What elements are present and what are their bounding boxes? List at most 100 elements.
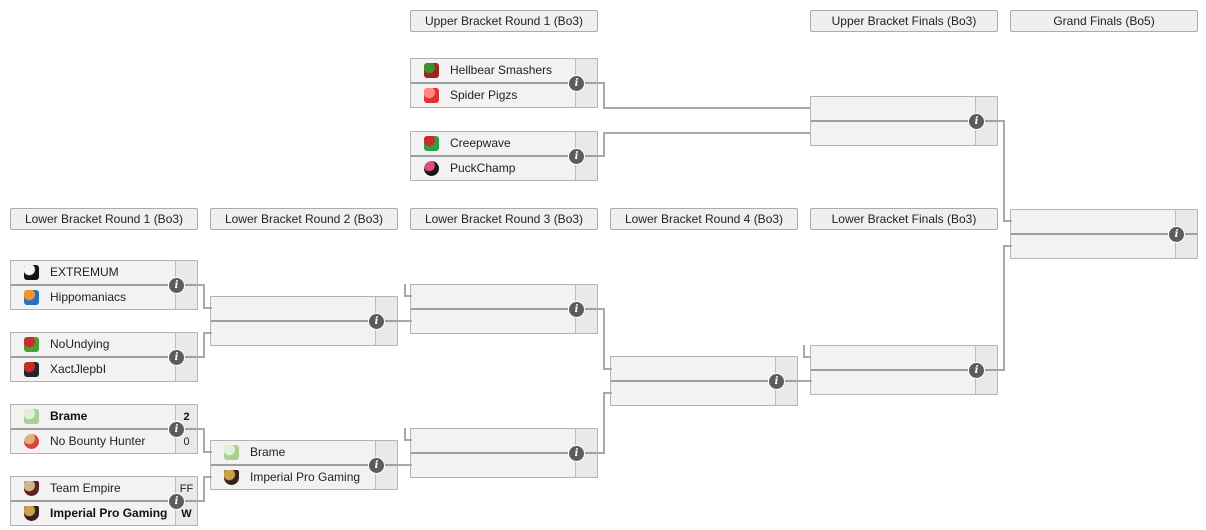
imperial-pro-gaming-logo-icon (224, 470, 239, 485)
connector-line (1003, 245, 1005, 371)
team-empire-logo-icon (24, 481, 39, 496)
match-info-icon[interactable]: i (368, 457, 385, 474)
match-info-icon[interactable]: i (968, 362, 985, 379)
team-logo-placeholder (224, 301, 239, 316)
header-lower-bracket-round-3: Lower Bracket Round 3 (Bo3) (410, 208, 598, 230)
match-info-icon[interactable]: i (568, 301, 585, 318)
brame-logo-icon (224, 445, 239, 460)
team-row[interactable]: Creepwave (411, 132, 597, 157)
team-logo-placeholder (824, 375, 839, 390)
connector-line (1003, 120, 1005, 222)
match-info-icon[interactable]: i (368, 313, 385, 330)
match-lb-r3-m1: i (410, 284, 598, 334)
puckchamp-logo-icon (424, 161, 439, 176)
connector-line (203, 332, 205, 358)
team-row[interactable]: Hellbear Smashers (411, 59, 597, 84)
team-name: Team Empire (50, 481, 121, 495)
match-lb-r1-m3: Brame 2 No Bounty Hunter 0 i (10, 404, 198, 454)
match-ub-finals: i (810, 96, 998, 146)
team-logo-placeholder (824, 126, 839, 141)
connector-line (203, 332, 212, 334)
connector-line (797, 380, 812, 382)
team-name: Imperial Pro Gaming (250, 470, 361, 484)
team-logo-placeholder (1024, 239, 1039, 254)
match-lb-r3-m2: i (410, 428, 598, 478)
team-name: EXTREMUM (50, 265, 119, 279)
team-row[interactable]: Imperial Pro Gaming W (11, 502, 197, 525)
match-lb-r1-m4: Team Empire FF Imperial Pro Gaming W i (10, 476, 198, 526)
team-logo-placeholder (824, 350, 839, 365)
team-name: Creepwave (450, 136, 511, 150)
team-name: Brame (250, 445, 286, 459)
team-name: No Bounty Hunter (50, 434, 146, 448)
team-logo-placeholder (424, 314, 439, 329)
match-ub-r1-m2: Creepwave PuckChamp i (410, 131, 598, 181)
team-name: Imperial Pro Gaming (50, 506, 168, 520)
dropper-stub-line (404, 284, 406, 297)
connector-line (197, 500, 205, 502)
team-logo-placeholder (1024, 214, 1039, 229)
connector-line (203, 307, 212, 309)
header-upper-bracket-finals: Upper Bracket Finals (Bo3) (810, 10, 998, 32)
xactjlepbi-logo-icon (24, 362, 39, 377)
match-info-icon[interactable]: i (168, 421, 185, 438)
team-logo-placeholder (624, 361, 639, 376)
connector-line (1003, 245, 1012, 247)
match-info-icon[interactable]: i (1168, 226, 1185, 243)
header-lower-bracket-round-4: Lower Bracket Round 4 (Bo3) (610, 208, 798, 230)
dropper-stub-line (803, 356, 811, 358)
match-info-icon[interactable]: i (568, 75, 585, 92)
match-info-icon[interactable]: i (168, 349, 185, 366)
team-row[interactable]: EXTREMUM (11, 261, 197, 286)
match-info-icon[interactable]: i (768, 373, 785, 390)
match-grand-finals: i (1010, 209, 1198, 259)
dropper-stub-line (803, 345, 805, 358)
no-bounty-hunter-logo-icon (24, 434, 39, 449)
dropper-stub-line (404, 439, 412, 441)
team-logo-placeholder (824, 101, 839, 116)
match-lb-r1-m2: NoUndying XactJlepbI i (10, 332, 198, 382)
team-row[interactable]: No Bounty Hunter 0 (11, 430, 197, 453)
connector-line (597, 82, 605, 84)
connector-line (603, 392, 612, 394)
connector-line (603, 107, 810, 109)
extremum-logo-icon (24, 265, 39, 280)
header-lower-bracket-round-2: Lower Bracket Round 2 (Bo3) (210, 208, 398, 230)
match-ub-r1-m1: Hellbear Smashers Spider Pigzs i (410, 58, 598, 108)
connector-line (603, 132, 605, 157)
connector-line (603, 82, 605, 109)
team-logo-placeholder (224, 326, 239, 341)
connector-line (997, 369, 1005, 371)
header-lower-bracket-finals: Lower Bracket Finals (Bo3) (810, 208, 998, 230)
team-name: PuckChamp (450, 161, 516, 175)
match-info-icon[interactable]: i (568, 148, 585, 165)
connector-line (203, 476, 212, 478)
hellbear-smashers-logo-icon (424, 63, 439, 78)
match-lb-r2-m1: i (210, 296, 398, 346)
match-info-icon[interactable]: i (168, 277, 185, 294)
team-name: XactJlepbI (50, 362, 107, 376)
team-row[interactable]: Imperial Pro Gaming (211, 466, 397, 489)
connector-line (203, 428, 205, 453)
connector-line (197, 356, 205, 358)
connector-line (203, 451, 212, 453)
team-logo-placeholder (424, 433, 439, 448)
connector-line (397, 320, 412, 322)
team-logo-placeholder (424, 289, 439, 304)
connector-line (603, 392, 605, 454)
imperial-pro-gaming-logo-icon (24, 506, 39, 521)
dropper-stub-line (404, 295, 412, 297)
match-info-icon[interactable]: i (568, 445, 585, 462)
connector-line (397, 464, 412, 466)
match-lb-finals: i (810, 345, 998, 395)
connector-line (997, 120, 1005, 122)
connector-line (597, 155, 605, 157)
match-lb-r4-m1: i (610, 356, 798, 406)
dropper-stub-line (404, 428, 406, 441)
match-lb-r2-m2: Brame Imperial Pro Gaming i (210, 440, 398, 490)
creepwave-logo-icon (424, 136, 439, 151)
match-info-icon[interactable]: i (168, 493, 185, 510)
connector-line (203, 476, 205, 502)
match-info-icon[interactable]: i (968, 113, 985, 130)
